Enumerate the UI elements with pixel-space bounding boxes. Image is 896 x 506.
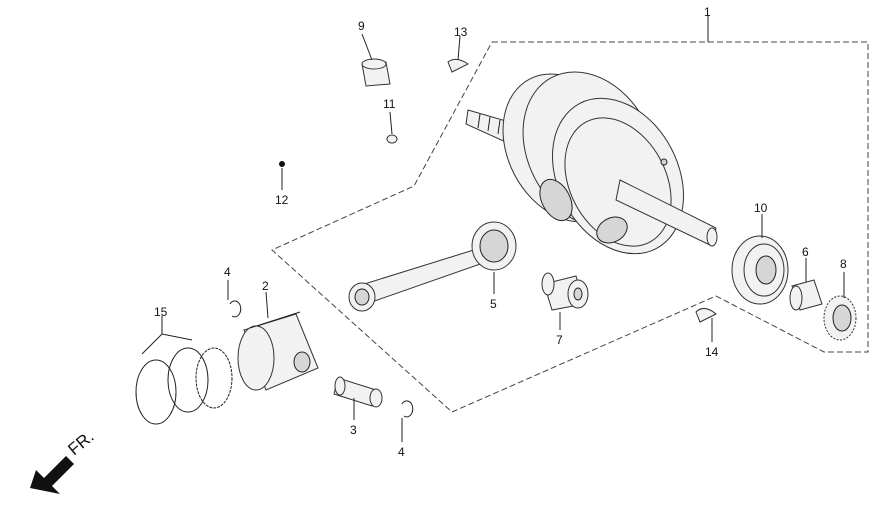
callout-2: 2 [262,279,269,293]
bolt-marker [279,161,285,167]
callout-5: 5 [490,297,497,311]
drive-gear [823,295,857,341]
callout-9: 9 [358,19,365,33]
piston [237,311,319,391]
woodruff-key-upper [447,58,469,73]
callout-13: 13 [454,25,468,39]
callout-14: 14 [705,345,719,359]
assembly-boundary [271,41,869,413]
callout-8: 8 [840,257,847,271]
piston-pin [333,376,383,408]
callout-4-upper: 4 [224,265,231,279]
bearing [731,235,789,305]
callout-10: 10 [754,201,768,215]
collar [789,279,823,311]
callout-3: 3 [350,423,357,437]
callout-6: 6 [802,245,809,259]
callout-4-lower: 4 [398,445,405,459]
callout-12: 12 [275,193,289,207]
callout-11: 11 [383,97,396,111]
piston-ring-set [135,347,233,425]
circlip-upper [229,300,242,318]
front-direction-label: FR. [64,427,97,459]
front-direction-arrow [30,456,74,494]
crank-pin [541,272,589,311]
callout-7: 7 [556,333,563,347]
dowel-pin [361,58,391,87]
small-pin [386,134,398,144]
circlip-lower [401,400,414,418]
connecting-rod [348,221,517,312]
woodruff-key-lower [695,308,717,323]
callout-1: 1 [704,5,711,19]
crankshaft [465,71,718,255]
callout-15: 15 [154,305,168,319]
leader-lines [141,16,845,442]
